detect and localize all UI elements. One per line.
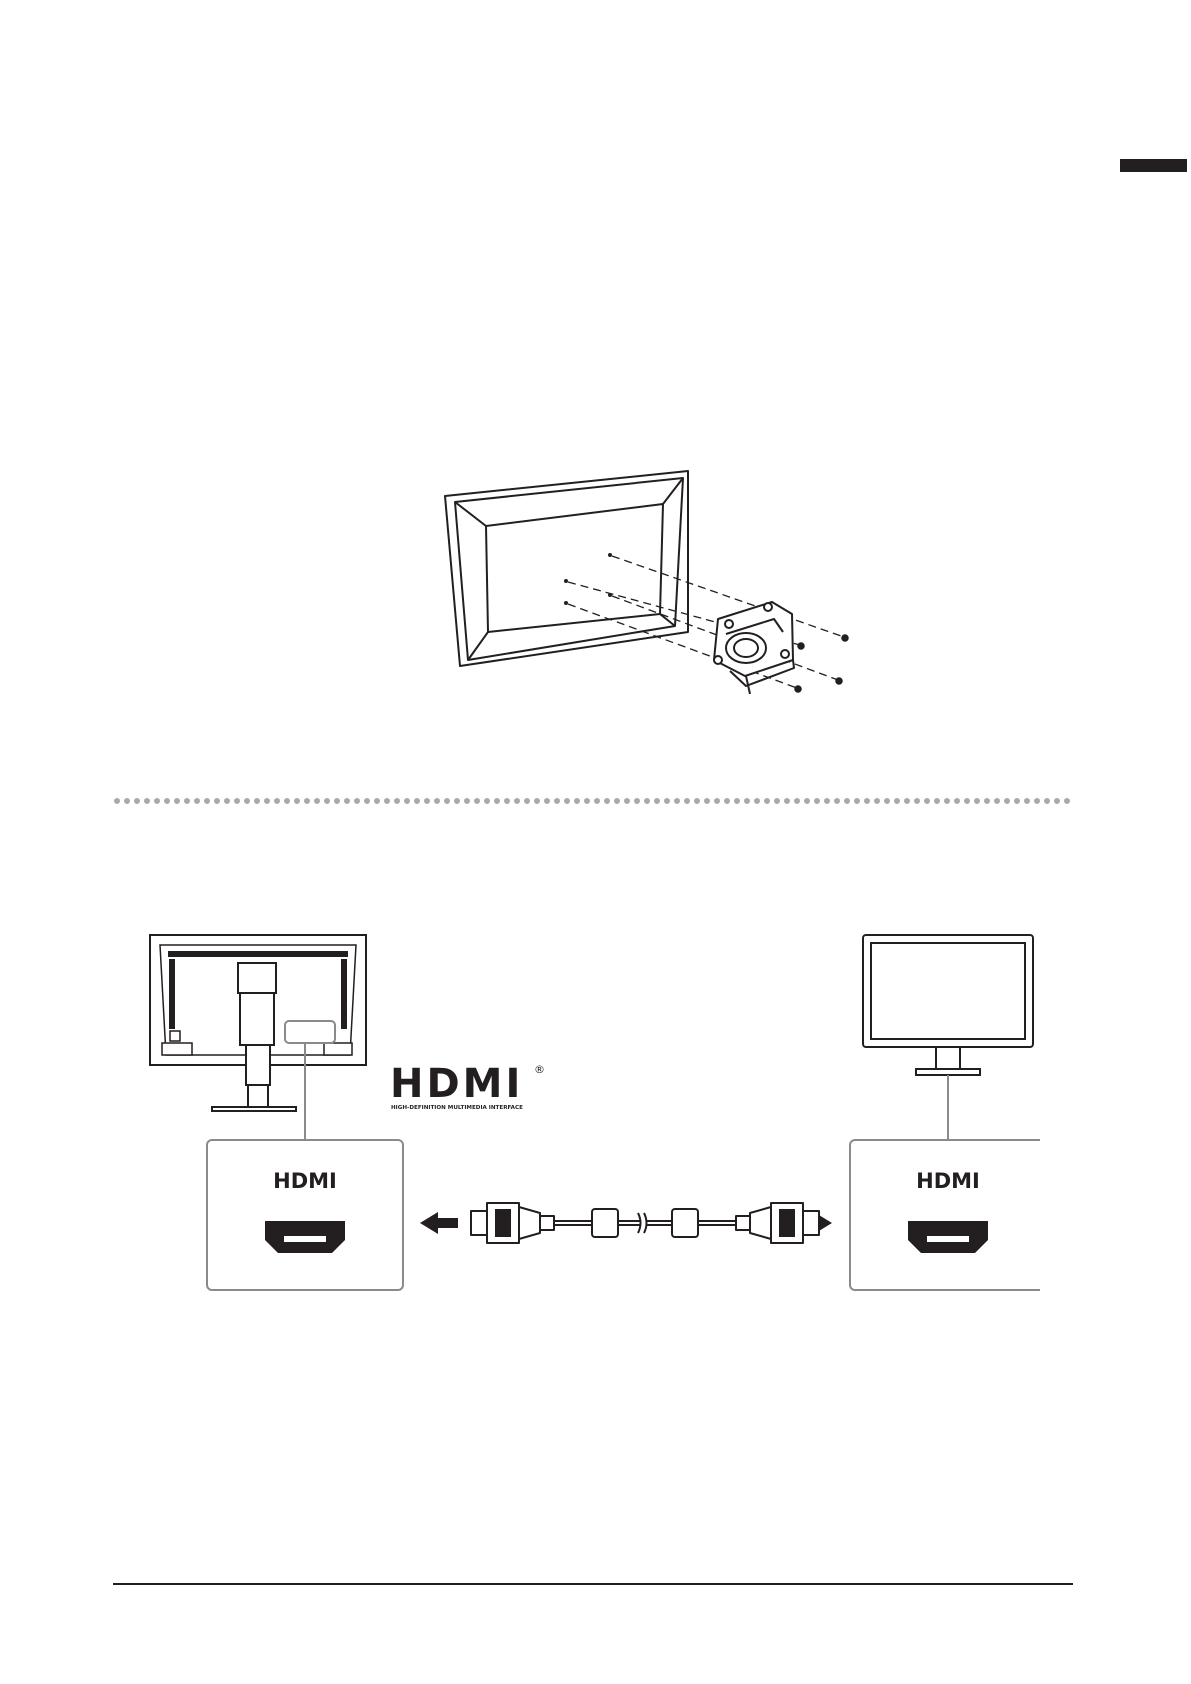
hdmi-connection-illustration: HDMI ® HIGH-DEFINITION MULTIMEDIA INTERF… bbox=[140, 925, 1040, 1305]
hdmi-logo-registered-mark: ® bbox=[534, 1063, 545, 1076]
arrow-left-icon bbox=[420, 1212, 458, 1234]
left-port-panel: HDMI bbox=[207, 1140, 403, 1290]
arm-mount-illustration bbox=[440, 464, 900, 694]
hdmi-logo-tagline: HIGH-DEFINITION MULTIMEDIA INTERFACE bbox=[391, 1105, 523, 1111]
footer-rule bbox=[113, 1583, 1073, 1585]
left-port-label: HDMI bbox=[273, 1169, 337, 1193]
screw-icon bbox=[795, 635, 848, 692]
chapter-edge-tab bbox=[1120, 159, 1187, 172]
right-port-label: HDMI bbox=[916, 1169, 980, 1193]
monitor-front-icon bbox=[863, 935, 1033, 1075]
right-port-panel: HDMI bbox=[850, 1140, 1040, 1290]
monitor-back-icon bbox=[445, 471, 688, 666]
arm-mount-bracket-icon bbox=[714, 602, 794, 694]
hdmi-logo-wordmark: HDMI bbox=[390, 1061, 523, 1107]
section-separator bbox=[113, 797, 1073, 805]
hdmi-cable-icon bbox=[471, 1203, 819, 1243]
hdmi-logo: HDMI ® HIGH-DEFINITION MULTIMEDIA INTERF… bbox=[390, 1061, 545, 1111]
